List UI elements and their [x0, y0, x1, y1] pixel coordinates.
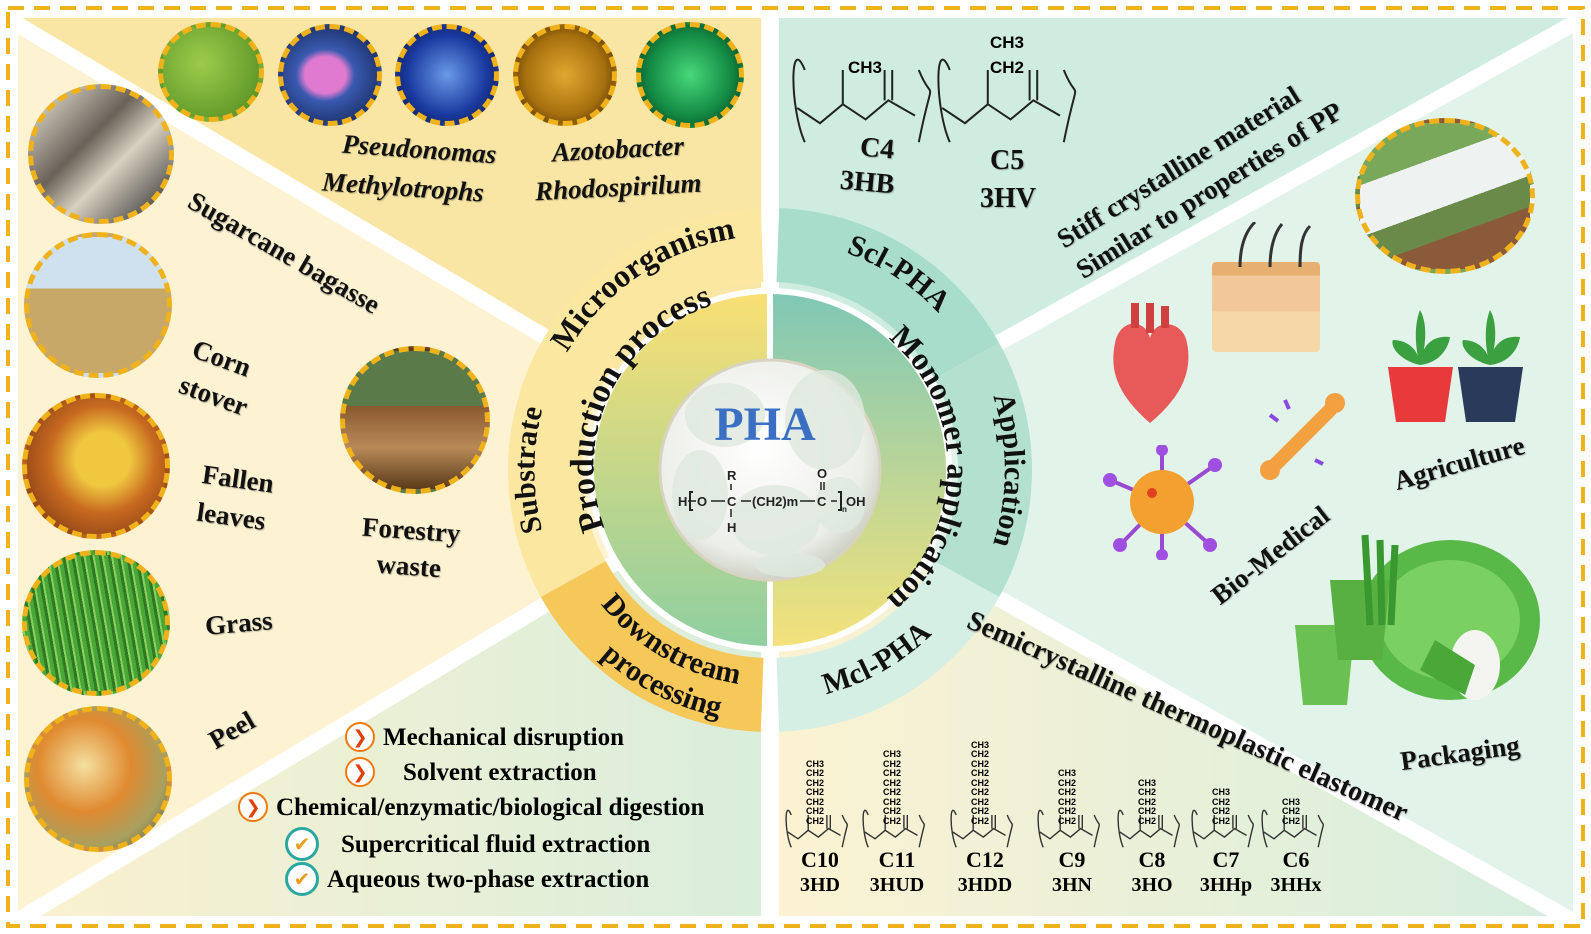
- svg-text:C: C: [727, 494, 737, 509]
- repeat-unit-structure: [1117, 809, 1180, 848]
- hair-follicle-icon: [1238, 222, 1312, 267]
- plant-pot-blue-icon: [1458, 310, 1523, 422]
- monomer-name: C7: [1212, 847, 1240, 872]
- downstream-item-aqueous: ✔Aqueous two-phase extraction: [285, 862, 649, 896]
- plant-pot-red-icon: [1388, 310, 1453, 422]
- check-circle-icon: ✔: [285, 862, 319, 896]
- peel-photo: [24, 706, 172, 852]
- corn-stover-photo: [24, 232, 172, 378]
- dashed-frame: [6, 6, 1585, 928]
- monomer-abbreviation: 3HO: [1131, 874, 1173, 896]
- downstream-item-solvent: ❯Solvent extraction: [345, 757, 597, 787]
- repeat-unit-structure: [785, 809, 848, 848]
- bone-icon: [1260, 393, 1345, 480]
- monomer-abbreviation: 3HUD: [869, 874, 925, 896]
- c5-label: C5: [990, 145, 1025, 176]
- scl-pha-ring-sector: [776, 208, 1000, 379]
- c4-label: C4: [858, 131, 896, 166]
- repeat-unit-structure: [792, 58, 932, 143]
- monomer-abbreviation: 3HDD: [957, 874, 1013, 896]
- c4-ch3-label: CH3: [848, 58, 883, 77]
- application-ring-sector: [934, 342, 1032, 598]
- packaging-tableware-icon: [1295, 534, 1540, 705]
- check-circle-icon: ✔: [285, 827, 319, 861]
- 3hb-label: 3HB: [838, 164, 896, 201]
- microorganism-ring-sector: [540, 208, 764, 379]
- repeat-unit-structure: [862, 809, 925, 848]
- grass-photo: [22, 550, 170, 696]
- repeat-unit-structure: [1037, 809, 1100, 848]
- fallen-leaves-label: Fallen leaves: [194, 458, 276, 536]
- svg-text:H: H: [678, 494, 687, 509]
- svg-text:(CH2)m: (CH2)m: [752, 494, 798, 509]
- downstream-item-digestion: ❯Chemical/enzymatic/biological digestion: [238, 792, 704, 822]
- grass-label: Grass: [203, 605, 274, 641]
- substrate-ring-sector: [507, 342, 606, 598]
- monomer-name: C8: [1138, 847, 1166, 872]
- svg-text:O: O: [697, 494, 707, 509]
- downstream-item-mechanical: ❯Mechanical disruption: [345, 722, 624, 752]
- svg-text:n: n: [842, 505, 847, 514]
- heart-icon: [1113, 303, 1189, 423]
- sugarcane-bagasse-photo: [28, 84, 174, 224]
- monomer-abbreviation: 3HHx: [1270, 874, 1322, 896]
- repeat-unit-structure: [1191, 809, 1254, 848]
- forestry-waste-photo: [340, 346, 490, 494]
- monomer-name: C6: [1282, 847, 1310, 872]
- downstream-item-supercritical: ✔Supercritical fluid extraction: [285, 827, 650, 861]
- greenhouse-mulch-photo: [1355, 118, 1535, 274]
- monomer-name: C10: [801, 847, 839, 872]
- bacteria-photo-green-rods: [158, 22, 264, 122]
- forestry-waste-label: Forestry waste: [361, 511, 462, 584]
- monomer-abbreviation: 3HN: [1052, 874, 1092, 896]
- c5-ch3-label: CH3: [990, 33, 1025, 52]
- svg-text:OH: OH: [846, 494, 866, 509]
- repeat-unit-structure: [937, 58, 1077, 143]
- monomer-name: C12: [966, 847, 1004, 872]
- mcl-pha-ring-sector: [776, 561, 1000, 732]
- virus-icon: [1103, 445, 1222, 560]
- monomer-abbreviation: 3HHp: [1199, 874, 1253, 896]
- repeat-unit-structure: [950, 809, 1013, 848]
- chevron-right-icon: ❯: [345, 757, 375, 787]
- pha-general-formula: H O C R H (CH2)m C O n OH: [678, 466, 866, 535]
- chevron-right-icon: ❯: [345, 722, 375, 752]
- 3hv-label: 3HV: [980, 183, 1036, 214]
- bacteria-photo-rhodospirillum: [636, 22, 744, 128]
- svg-text:H: H: [727, 520, 736, 535]
- monomer-name: C9: [1058, 847, 1086, 872]
- skin-layers-icon: [1212, 262, 1320, 352]
- bacteria-photo-pseudomonas: [278, 24, 382, 126]
- svg-text:C: C: [817, 494, 827, 509]
- svg-text:O: O: [817, 466, 827, 481]
- downstream-ring-sector: [540, 561, 764, 732]
- bacteria-photo-azotobacter: [513, 24, 617, 126]
- monomer-name: C11: [878, 847, 916, 872]
- monomer-abbreviation: 3HD: [800, 874, 840, 896]
- pha-title: PHA: [714, 398, 816, 451]
- svg-text:R: R: [727, 468, 737, 483]
- repeat-unit-structure: [1261, 809, 1324, 848]
- bacteria-photo-blue-cocci: [395, 24, 499, 126]
- fallen-leaves-photo: [22, 393, 170, 539]
- chevron-right-icon: ❯: [238, 792, 268, 822]
- c5-ch2-label: CH2: [990, 58, 1025, 77]
